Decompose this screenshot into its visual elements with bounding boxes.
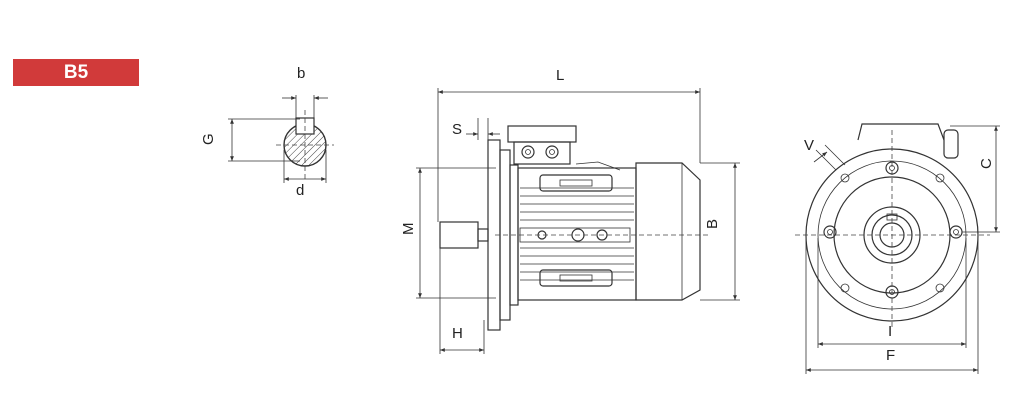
motor-shaft (439, 221, 479, 249)
dim-label-i: I (888, 323, 892, 340)
dim-label-v: V (804, 137, 814, 154)
dim-label-d: d (296, 182, 304, 199)
dim-label-m: M (400, 223, 417, 236)
bolt-holes (823, 161, 963, 299)
motor-side-view: L S M H B (400, 67, 740, 354)
dim-label-h: H (452, 325, 463, 342)
dim-label-s: S (452, 121, 462, 138)
b5-badge: B5 (13, 59, 139, 86)
fan-cover (635, 162, 701, 301)
dim-label-c: C (978, 158, 995, 169)
flange-front-view: V C I F (795, 123, 1000, 374)
dim-label-l: L (556, 67, 564, 84)
dim-label-b-height: B (704, 219, 721, 229)
dim-label-b: b (297, 65, 305, 82)
shaft-section-view: b G d (200, 65, 334, 199)
dim-label-g: G (200, 133, 217, 145)
dim-label-f: F (886, 347, 895, 364)
terminal-box (507, 125, 621, 171)
cooling-fins (520, 187, 634, 281)
